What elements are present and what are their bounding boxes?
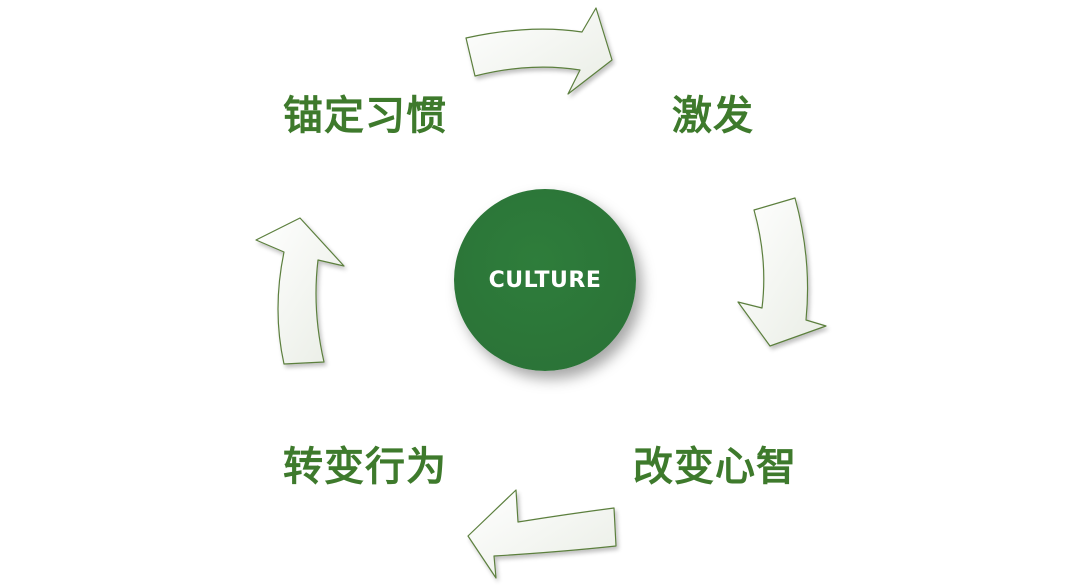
up-arrow-icon [255, 217, 345, 365]
culture-center-circle: CULTURE [454, 189, 636, 371]
step-inspire-label: 激发 [672, 93, 754, 139]
step-anchor-habits-label: 锚定习惯 [283, 93, 447, 139]
step-change-behavior-label: 转变行为 [283, 444, 447, 490]
left-arrow-icon [467, 489, 617, 579]
step-change-mindset-label: 改变心智 [633, 444, 797, 490]
down-arrow-icon [737, 197, 827, 347]
right-arrow-icon [465, 7, 613, 95]
culture-center-label: CULTURE [488, 267, 602, 293]
